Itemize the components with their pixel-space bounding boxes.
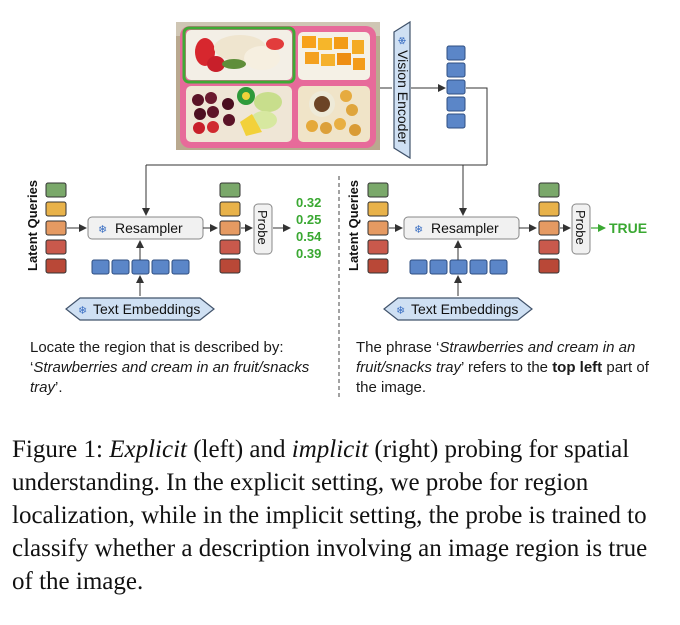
resampled-query: [219, 258, 241, 274]
snowflake-icon: ❄: [98, 223, 107, 236]
latent-query: [367, 258, 389, 274]
probe-block: [571, 203, 591, 255]
vision-encoder-label: Vision Encoder: [395, 50, 411, 144]
latent-query: [45, 182, 67, 198]
caption-emphasis-implicit: implicit: [291, 436, 369, 463]
probe-label: Probe: [573, 210, 588, 245]
token-flow-line: [466, 87, 488, 165]
caption-emphasis-explicit: Explicit: [109, 436, 187, 463]
text-token: [489, 259, 508, 275]
description-quote: Strawberries and cream in an fruit/snack…: [356, 339, 636, 376]
vision-encoder: ❄ Vision Encoder: [393, 20, 411, 160]
latent-query: [45, 239, 67, 255]
visual-token: [446, 79, 466, 95]
left-panel: Latent Queries ❄ Resampler Probe 0.32 0.…: [25, 180, 322, 321]
region-score: 0.32: [296, 195, 321, 210]
latent-query: [45, 220, 67, 236]
visual-token: [446, 113, 466, 129]
probe-block: [253, 203, 273, 255]
left-description: Locate the region that is described by: …: [30, 339, 310, 396]
resampled-query: [219, 220, 241, 236]
text-token: [151, 259, 170, 275]
probe-label: Probe: [255, 210, 270, 245]
resampled-query-blocks: [219, 182, 241, 274]
resampled-query: [219, 182, 241, 198]
resampled-query: [219, 239, 241, 255]
snowflake-icon: ❄: [395, 36, 408, 45]
description-emphasis: top left: [552, 359, 603, 376]
text-token: [131, 259, 150, 275]
text-token: [469, 259, 488, 275]
text-token: [429, 259, 448, 275]
resampler-label: Resampler: [115, 220, 183, 236]
latent-query: [367, 201, 389, 217]
snowflake-icon: ❄: [396, 304, 405, 317]
text-token: [91, 259, 110, 275]
description-quote: Strawberries and cream in an fruit/snack…: [30, 359, 310, 396]
visual-token: [446, 62, 466, 78]
latent-queries-label: Latent Queries: [346, 180, 361, 271]
resampled-query: [219, 201, 241, 217]
resampler-label: Resampler: [431, 220, 499, 236]
output-label: TRUE: [609, 220, 647, 236]
right-panel: Latent Queries ❄ Resampler Probe TRUE: [346, 180, 647, 321]
text-token: [171, 259, 190, 275]
region-score: 0.39: [296, 246, 321, 261]
region-scores: 0.32 0.25 0.54 0.39: [296, 195, 322, 261]
latent-query-blocks: [45, 182, 67, 274]
probing-diagram: ❄ Vision Encoder Latent Queries ❄ Resamp…: [25, 20, 647, 400]
resampled-query: [538, 258, 560, 274]
latent-query-blocks: [367, 182, 389, 274]
snowflake-icon: ❄: [414, 223, 423, 236]
resampled-query: [538, 201, 560, 217]
text-token: [409, 259, 428, 275]
text-tokens: [409, 259, 508, 275]
text-tokens: [91, 259, 190, 275]
region-score: 0.25: [296, 212, 321, 227]
figure-caption: Figure 1: Explicit (left) and implicit (…: [12, 436, 648, 595]
latent-queries-label: Latent Queries: [25, 180, 40, 271]
text-embeddings-label: Text Embeddings: [93, 301, 200, 317]
right-description: The phrase ‘Strawberries and cream in an…: [356, 339, 649, 396]
latent-query: [45, 201, 67, 217]
latent-query: [367, 239, 389, 255]
visual-token: [446, 45, 466, 61]
latent-query: [367, 182, 389, 198]
snowflake-icon: ❄: [78, 304, 87, 317]
text-embeddings-label: Text Embeddings: [411, 301, 518, 317]
resampled-query-blocks: [538, 182, 560, 274]
text-token: [449, 259, 468, 275]
resampled-query: [538, 182, 560, 198]
text-token: [111, 259, 130, 275]
text-embeddings-block: [383, 297, 533, 321]
bento-tray-photo: [176, 22, 380, 150]
latent-query: [367, 220, 389, 236]
resampled-query: [538, 239, 560, 255]
resampled-query: [538, 220, 560, 236]
region-score: 0.54: [296, 229, 322, 244]
visual-tokens: [446, 45, 466, 129]
text-embeddings-block: [65, 297, 215, 321]
visual-token: [446, 96, 466, 112]
latent-query: [45, 258, 67, 274]
